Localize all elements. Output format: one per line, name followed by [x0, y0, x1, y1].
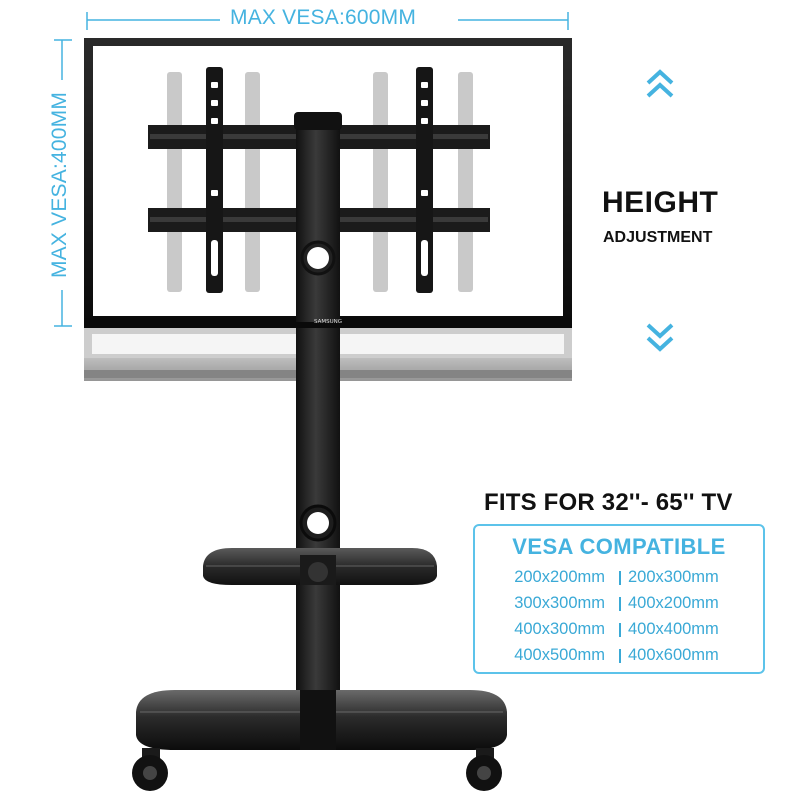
divider	[619, 623, 621, 637]
divider	[619, 597, 621, 611]
glass-shelf	[203, 548, 437, 585]
divider	[619, 571, 621, 585]
height-subtitle: ADJUSTMENT	[603, 229, 713, 246]
height-title: HEIGHT	[602, 186, 719, 219]
vesa-compatible-box: VESA COMPATIBLE 200x200mm 200x300mm 300x…	[473, 524, 765, 674]
cable-hole-middle	[307, 512, 329, 534]
mount-rails	[206, 67, 433, 293]
vesa-compatible-title: VESA COMPATIBLE	[512, 534, 726, 559]
glass-base	[136, 690, 507, 750]
vesa-size: 400x300mm	[514, 620, 605, 638]
double-chevron-up-icon	[646, 69, 674, 98]
vesa-size: 200x200mm	[514, 568, 605, 586]
vesa-size: 300x300mm	[514, 594, 605, 612]
cable-hole-top	[307, 247, 329, 269]
divider	[619, 649, 621, 663]
height-dimension-line	[54, 39, 72, 327]
tv-brand-label: SAMSUNG	[314, 319, 342, 325]
vesa-size: 400x200mm	[628, 594, 719, 612]
width-dimension-line	[86, 12, 569, 30]
vesa-size: 200x300mm	[628, 568, 719, 586]
max-vesa-height-label: MAX VESA:400MM	[48, 91, 71, 279]
double-chevron-down-icon	[646, 323, 674, 352]
caster-wheels	[132, 748, 502, 791]
vesa-size: 400x400mm	[628, 620, 719, 638]
upper-pole	[296, 122, 340, 322]
vesa-size: 400x500mm	[514, 646, 605, 664]
vesa-size: 400x600mm	[628, 646, 719, 664]
fits-size-label: FITS FOR 32''- 65'' TV	[484, 489, 733, 516]
max-vesa-width-label: MAX VESA:600MM	[230, 6, 417, 29]
